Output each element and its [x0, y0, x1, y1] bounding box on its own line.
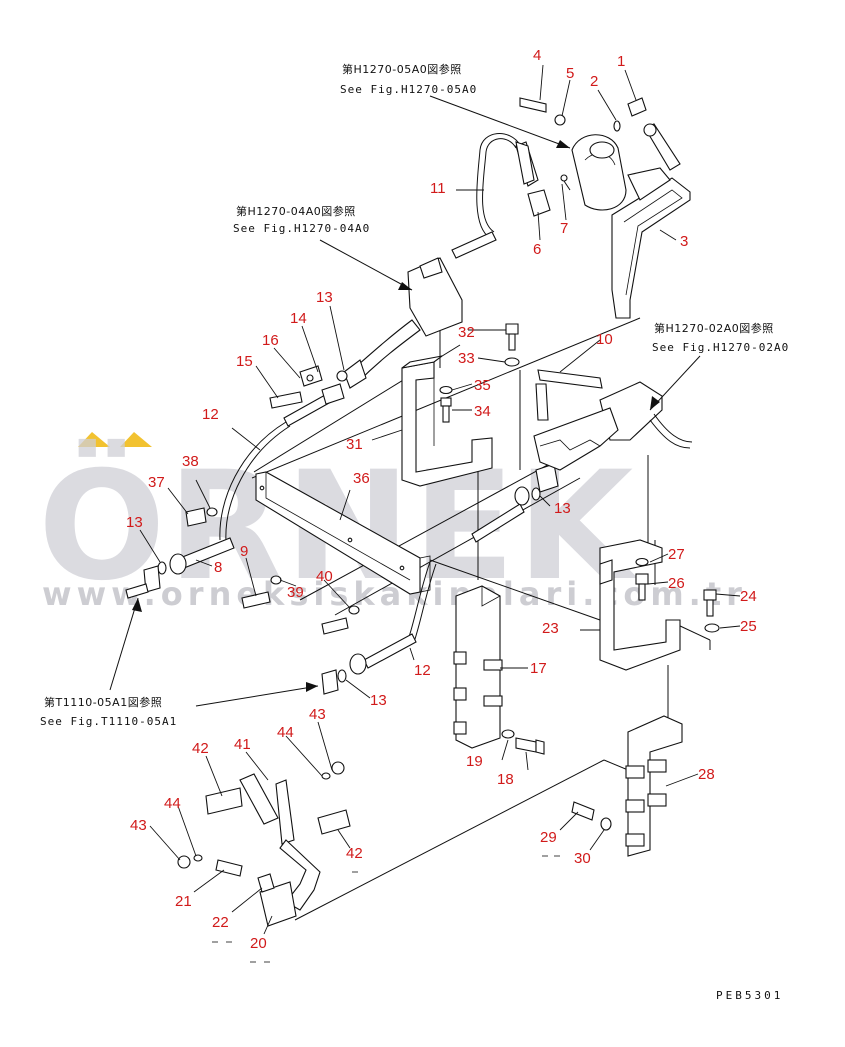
callout-41: 41	[234, 736, 251, 753]
dash-marks	[212, 855, 560, 963]
callout-39: 39	[287, 584, 304, 601]
cable-12-upper	[219, 365, 348, 543]
callout-26: 26	[668, 575, 685, 592]
callout-29: 29	[540, 829, 557, 846]
callout-35: 35	[474, 377, 491, 394]
callout-30: 30	[574, 850, 591, 867]
callout-12-upper: 12	[202, 406, 219, 423]
callout-27: 27	[668, 546, 685, 563]
callout-43-lower: 43	[130, 817, 147, 834]
callout-32: 32	[458, 324, 475, 341]
callout-9: 9	[240, 543, 248, 560]
callout-42-left: 42	[192, 740, 209, 757]
assembly-lines	[251, 300, 711, 921]
watermark-accent-right	[120, 432, 152, 447]
fasteners-29-30	[571, 801, 612, 831]
fasteners-18-19	[501, 729, 545, 755]
callout-7: 7	[560, 220, 568, 237]
ref-h1270-02a0-jp: 第H1270-02A0図参照	[654, 321, 774, 335]
fasteners-24-27	[635, 557, 720, 633]
callout-44-upper: 44	[277, 724, 294, 741]
callout-2: 2	[590, 73, 598, 90]
parts-top-right	[515, 97, 681, 217]
bracket-17	[453, 585, 503, 749]
callout-13-center: 13	[554, 500, 571, 517]
watermark-accent-left	[78, 432, 110, 447]
callout-10: 10	[596, 331, 613, 348]
callout-18: 18	[497, 771, 514, 788]
callout-1: 1	[617, 53, 625, 70]
callout-11: 11	[430, 180, 446, 197]
callout-19: 19	[466, 753, 483, 770]
callout-36: 36	[353, 470, 370, 487]
cable-12-lower	[321, 561, 437, 695]
callout-13-upper: 13	[316, 289, 333, 306]
callout-6: 6	[533, 241, 541, 258]
cable-12-left-end	[125, 507, 235, 599]
callout-33: 33	[458, 350, 475, 367]
pedal-assembly	[177, 761, 351, 927]
callout-25: 25	[740, 618, 757, 635]
callout-24: 24	[740, 588, 757, 605]
callout-14: 14	[290, 310, 307, 327]
callout-numbers: 1 2 3 4 5 6 7 8 9 10 11 12 12 13 13 13 1…	[126, 47, 757, 952]
callout-21: 21	[175, 893, 192, 910]
callout-34: 34	[474, 403, 491, 420]
callout-37: 37	[148, 474, 165, 491]
bracket-3	[611, 167, 691, 319]
brake-valve	[571, 134, 627, 211]
callout-31: 31	[346, 436, 363, 453]
bracket-28	[625, 715, 683, 857]
ref-t1110-05a1-en: See Fig.T1110-05A1	[40, 715, 177, 728]
callout-12-lower: 12	[414, 662, 431, 679]
callout-44-lower: 44	[164, 795, 181, 812]
valve-housing-right	[533, 369, 693, 471]
callout-4: 4	[533, 47, 541, 64]
ref-h1270-05a0-en: See Fig.H1270-05A0	[340, 83, 477, 96]
callout-3: 3	[680, 233, 688, 250]
ref-t1110-05a1-jp: 第T1110-05A1図参照	[44, 695, 162, 709]
callout-22: 22	[212, 914, 229, 931]
document-id: PEB5301	[716, 989, 783, 1002]
callout-43-upper: 43	[309, 706, 326, 723]
callout-17: 17	[530, 660, 547, 677]
ref-h1270-02a0-en: See Fig.H1270-02A0	[652, 341, 789, 354]
ref-h1270-04a0-en: See Fig.H1270-04A0	[233, 222, 370, 235]
callout-8: 8	[214, 559, 222, 576]
cable-end-11-lower	[451, 231, 497, 259]
callout-20: 20	[250, 935, 267, 952]
valve-bracket-left	[343, 257, 463, 389]
bracket-23	[599, 539, 681, 671]
reference-arrows	[109, 95, 701, 707]
callout-5: 5	[566, 65, 574, 82]
fasteners-9-39-40	[241, 575, 360, 635]
callout-16: 16	[262, 332, 279, 349]
callout-15: 15	[236, 353, 253, 370]
callout-13-left: 13	[126, 514, 143, 531]
reference-notes: 第H1270-05A0図参照 See Fig.H1270-05A0 第H1270…	[40, 62, 789, 728]
callout-40: 40	[316, 568, 333, 585]
callout-23: 23	[542, 620, 559, 637]
channel-36	[255, 471, 431, 595]
bracket-31	[401, 355, 493, 487]
callout-38: 38	[182, 453, 199, 470]
cable-center-parts	[471, 463, 559, 543]
callout-13-lower: 13	[370, 692, 387, 709]
ref-h1270-04a0-jp: 第H1270-04A0図参照	[236, 204, 356, 218]
callout-28: 28	[698, 766, 715, 783]
callout-42-right: 42	[346, 845, 363, 862]
ref-h1270-05a0-jp: 第H1270-05A0図参照	[342, 62, 462, 76]
leader-lines	[139, 64, 741, 935]
fasteners-32-35	[439, 323, 520, 423]
